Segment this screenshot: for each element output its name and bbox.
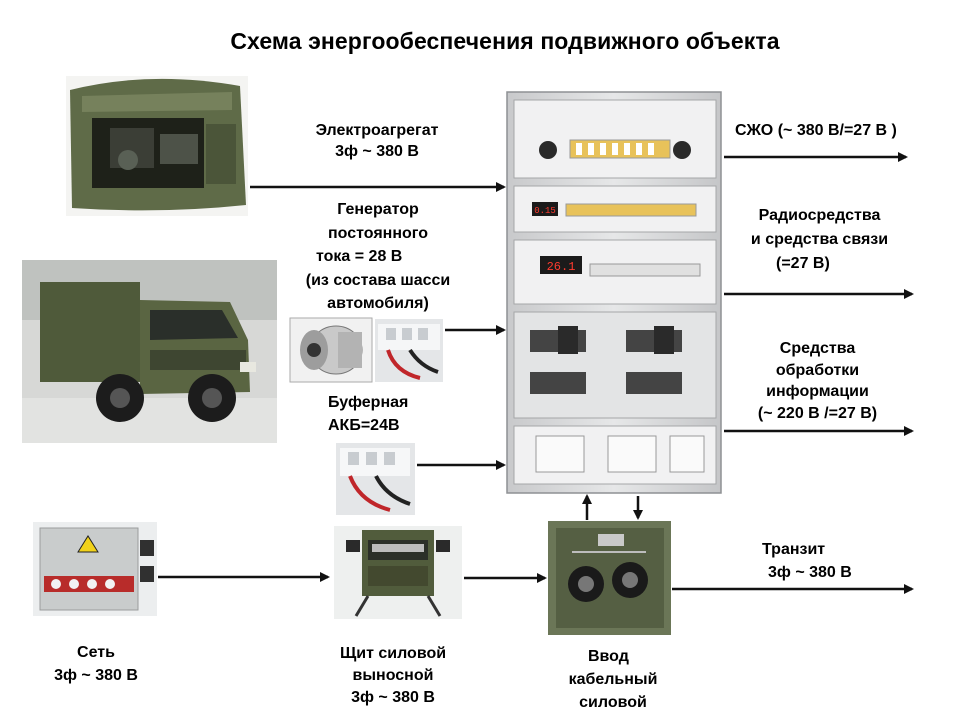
label-info-processing: Средства обработки информации (~ 220 В /… xyxy=(757,340,878,422)
cabinet-display-2: 26.1 xyxy=(547,260,576,274)
label-remote-panel: Щит силовой выносной 3ф ~ 380 В xyxy=(339,645,447,706)
label-cable-input: Ввод кабельный силовой xyxy=(568,648,658,711)
remote-panel-photo xyxy=(334,526,462,619)
battery-photo-upper xyxy=(375,319,443,382)
cable-input-photo xyxy=(548,521,671,635)
battery-photo-buffer xyxy=(336,443,415,515)
label-radio: Радиосредства и средства связи (=27 В) xyxy=(750,207,889,272)
grid-box-photo xyxy=(33,522,157,616)
diagram-title: Схема энергообеспечения подвижного объек… xyxy=(230,28,780,54)
dc-generator-photo xyxy=(289,317,373,383)
generator-set-photo xyxy=(66,76,248,216)
label-buffer-battery: Буферная АКБ=24В xyxy=(328,394,409,434)
label-grid: Сеть 3ф ~ 380 В xyxy=(54,644,138,684)
label-dc-generator: Генератор постоянного тока = 28 В (из со… xyxy=(305,201,451,312)
power-cabinet: 0.15 26.1 xyxy=(506,91,722,494)
label-generator-set: Электроагрегат 3ф ~ 380 В xyxy=(315,122,439,160)
truck-photo xyxy=(22,260,277,443)
cabinet-display-1: 0.15 xyxy=(534,206,556,216)
connection-arrows xyxy=(158,152,914,594)
label-transit: Транзит 3ф ~ 380 В xyxy=(762,541,852,581)
label-life-support: СЖО (~ 380 В/=27 В ) xyxy=(735,122,897,139)
